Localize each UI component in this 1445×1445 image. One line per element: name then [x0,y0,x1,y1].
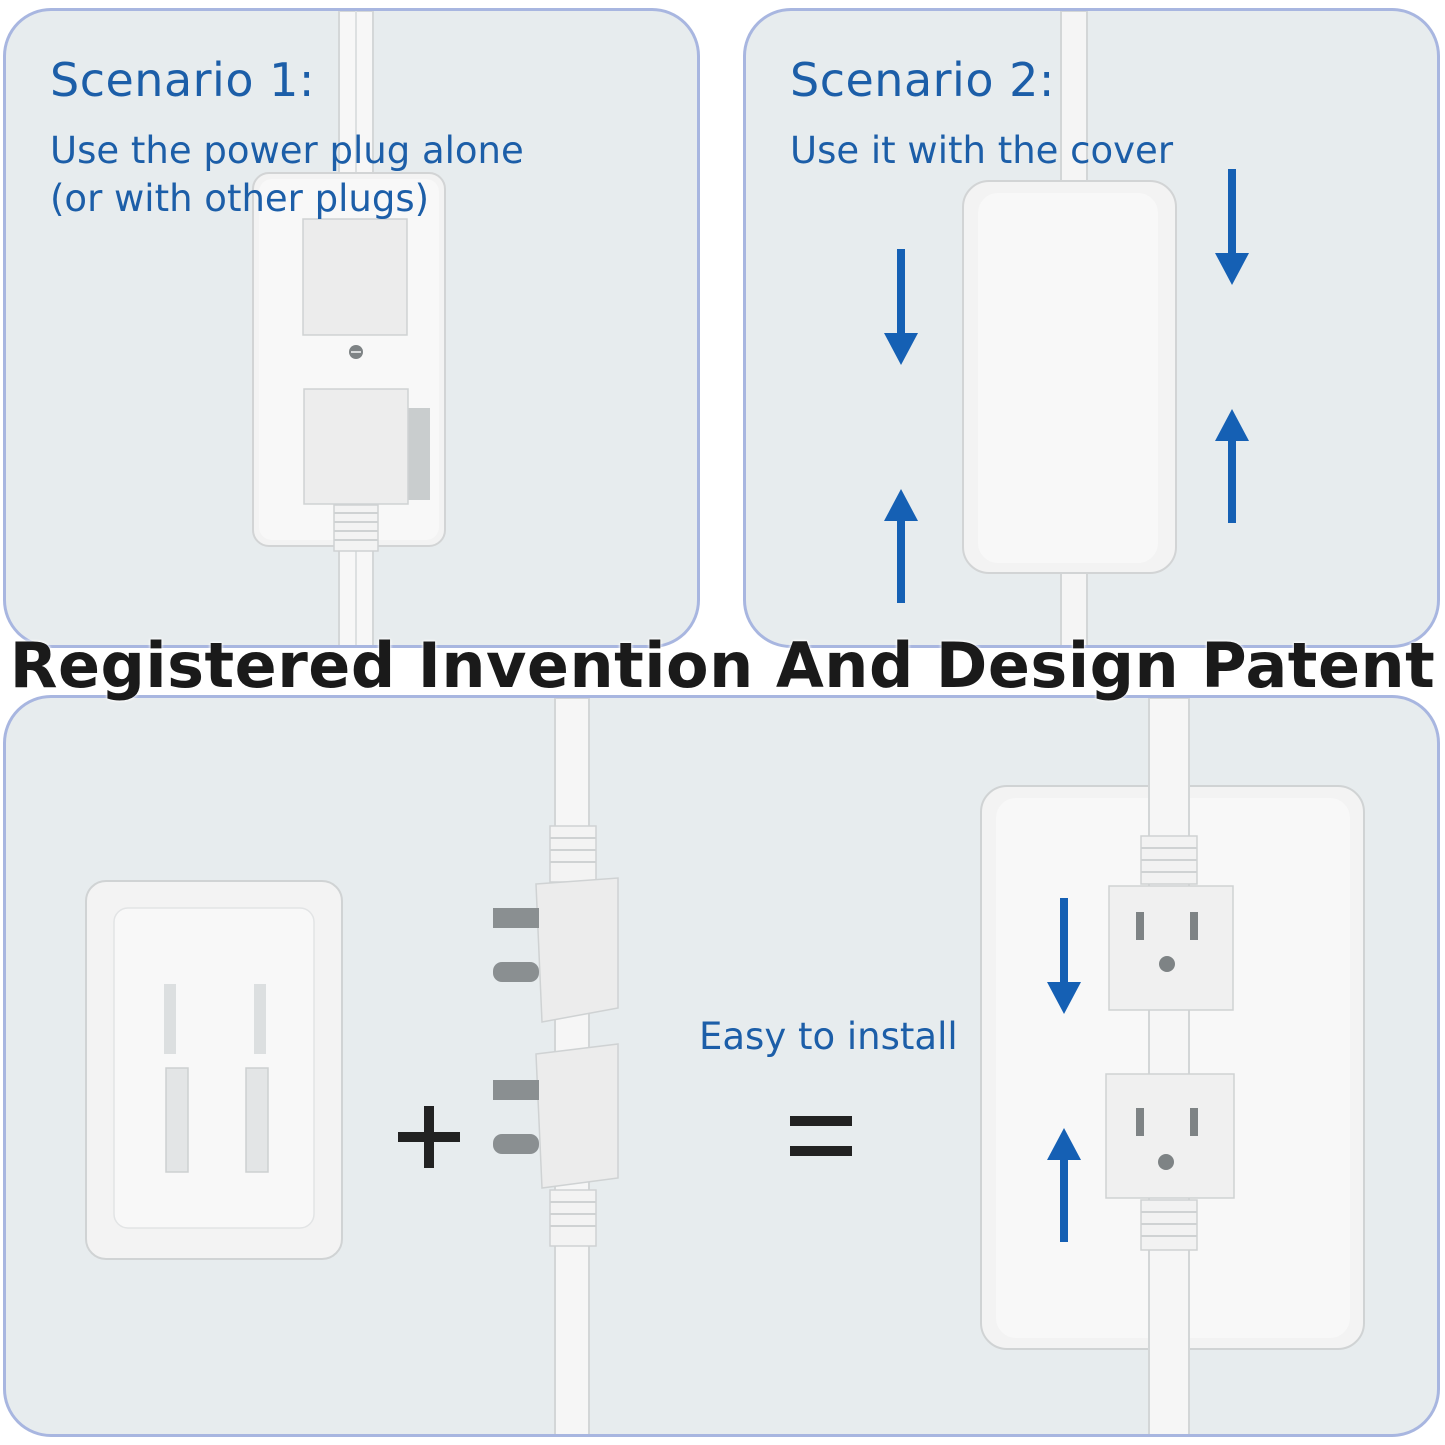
scenario-2-line-1: Use it with the cover [790,129,1174,172]
assembly-illustration [85,698,1365,1434]
scenario-1-line-2: (or with other plugs) [50,177,430,220]
assembly-panel: Easy to install [3,695,1440,1437]
down-arrow-icon [884,249,918,365]
scenario-2-illustration [884,11,1249,645]
installed-outlet [980,698,1365,1434]
down-arrow-icon [1047,898,1081,1014]
scenario-1-title: Scenario 1: [50,53,315,107]
patent-banner: Registered Invention And Design Patent [9,629,1436,702]
cover-plate [85,880,343,1260]
scenario-1-panel: Scenario 1: Use the power plug alone (or… [3,8,700,648]
plug-strain-relief [333,504,379,552]
up-arrow-icon [1215,409,1249,523]
scenario-2-title: Scenario 2: [790,53,1055,107]
split-plug-cord [493,698,619,1434]
scenario-2-panel: Scenario 2: Use it with the cover [743,8,1440,648]
scenario-1-description: Use the power plug alone (or with other … [50,127,610,223]
scenario-1-illustration [252,11,446,645]
equals-icon [790,1116,852,1156]
up-arrow-icon [1047,1128,1081,1242]
lower-plug [303,388,409,505]
scenario-1-line-1: Use the power plug alone [50,129,524,172]
plus-icon [398,1106,460,1168]
upper-plug [302,218,408,336]
up-arrow-icon [884,489,918,603]
down-arrow-icon [1215,169,1249,285]
easy-install-label: Easy to install [699,1015,958,1058]
scenario-2-description: Use it with the cover [790,127,1390,175]
